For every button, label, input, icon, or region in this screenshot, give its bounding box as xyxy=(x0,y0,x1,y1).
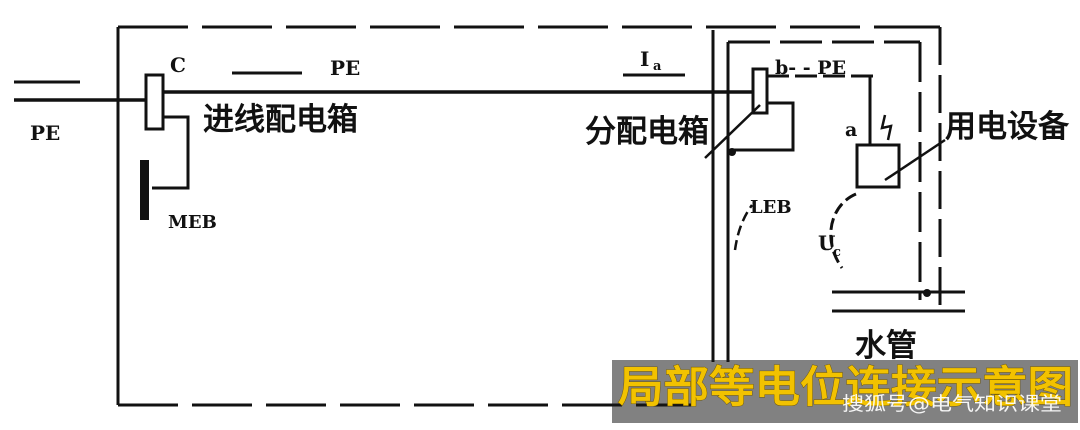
uc-label: U xyxy=(818,231,835,255)
water-pipe xyxy=(832,290,965,313)
equipment-label: 用电设备 xyxy=(945,109,1070,145)
equipment-pointer xyxy=(884,138,946,182)
c-label: C xyxy=(170,53,186,77)
incoming-to-meb-wire xyxy=(152,115,190,190)
pe-top-label: PE xyxy=(330,56,360,80)
ia-subscript: a xyxy=(653,59,662,74)
a-label: a xyxy=(845,119,857,141)
caption-background xyxy=(612,360,1078,423)
diagram-caption: 局部等电位连接示意图 xyxy=(618,363,1073,413)
uc-arc xyxy=(829,192,857,269)
ia-label: I xyxy=(640,47,649,71)
watermark: 搜狐号@电气知识课堂 xyxy=(842,393,1062,415)
sub-box-wiring xyxy=(732,74,875,152)
uc-subscript: c xyxy=(833,245,841,260)
sub-box-terminal xyxy=(751,67,769,115)
equipment-box xyxy=(855,143,901,189)
box-pointer xyxy=(704,104,761,159)
pipe-bond-node xyxy=(923,289,931,297)
incoming-terminal-c xyxy=(144,73,165,131)
fault-symbol xyxy=(880,114,893,141)
incoming-box-label: 进线配电箱 xyxy=(203,102,358,138)
leb-curve xyxy=(733,204,754,251)
pe-left-label: PE xyxy=(30,121,60,145)
meb-label: MEB xyxy=(168,212,217,233)
distribution-box-label: 分配电箱 xyxy=(585,114,709,150)
leb-node xyxy=(728,148,736,156)
local-zone-boundary xyxy=(711,27,942,362)
pe-incoming xyxy=(14,80,146,102)
meb-bar xyxy=(140,160,149,220)
b-pe-label: b- - PE xyxy=(775,57,846,79)
water-pipe-label: 水管 xyxy=(855,328,917,364)
building-boundary xyxy=(116,25,940,407)
leb-label: LEB xyxy=(750,197,792,218)
current-arrow xyxy=(232,71,685,77)
